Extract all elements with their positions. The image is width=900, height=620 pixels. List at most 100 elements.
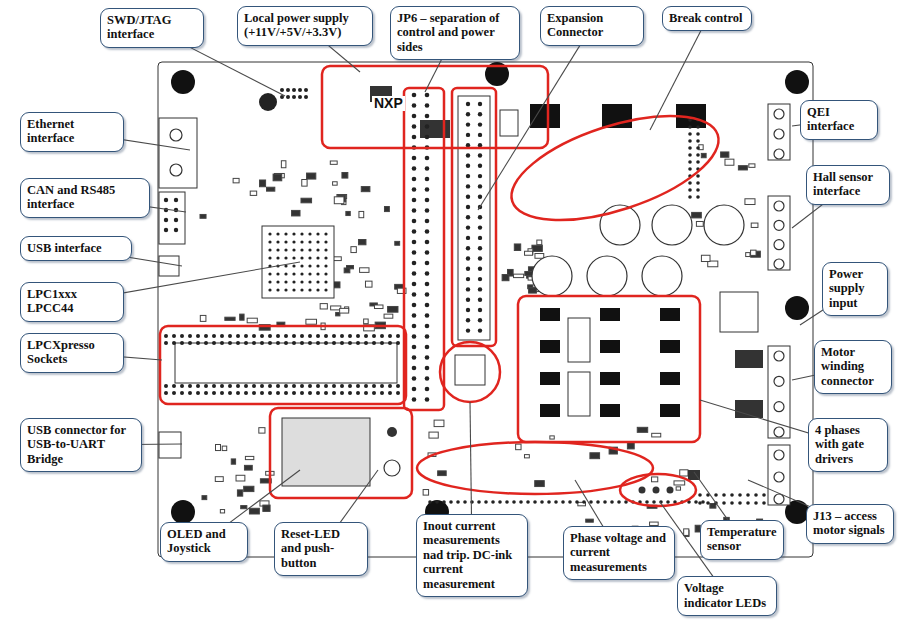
pin (568, 500, 572, 504)
callout-text: CAN and RS485 interface (27, 183, 143, 212)
pin (425, 303, 430, 308)
smd-part (306, 319, 317, 324)
config-header (688, 118, 700, 199)
pin (292, 280, 295, 283)
pin (260, 341, 264, 345)
smd-part (244, 465, 252, 470)
pin (292, 95, 296, 99)
pin (696, 160, 700, 164)
gate-transistor (660, 372, 680, 385)
pin (425, 292, 430, 297)
pin (698, 493, 702, 497)
pin (276, 240, 279, 243)
pin (498, 500, 502, 504)
smd-part (225, 317, 235, 320)
pin (174, 198, 178, 202)
terminal-screw (774, 240, 784, 250)
smd-part (307, 173, 316, 179)
pin (292, 88, 296, 92)
callout-box: Ethernet interface (20, 112, 124, 152)
pin (754, 493, 758, 497)
pin (425, 261, 430, 266)
callout-text: Voltage indicator LEDs (684, 581, 770, 610)
smd-part (292, 210, 300, 216)
pin (610, 500, 614, 504)
pin (412, 366, 417, 371)
pin (316, 288, 319, 291)
pin (412, 292, 417, 297)
pin (435, 500, 439, 504)
mounting-hole (785, 70, 809, 94)
pin (694, 500, 698, 504)
pin (425, 366, 430, 371)
logo-mark (259, 93, 277, 111)
pin (688, 181, 692, 185)
pin (466, 277, 470, 281)
pin (308, 280, 311, 283)
pin (526, 500, 530, 504)
callout-text: J13 – access motor signals (813, 509, 887, 538)
smd-part (696, 221, 703, 226)
smd-part (202, 496, 207, 500)
pin (533, 500, 537, 504)
callout-box: 4 phases with gate drivers (808, 418, 888, 472)
pin (466, 236, 470, 240)
pin (412, 334, 417, 339)
pin (425, 376, 430, 381)
pin (300, 384, 304, 388)
pin (286, 88, 290, 92)
pin (547, 500, 551, 504)
pin (300, 264, 303, 267)
smd-part (340, 308, 349, 313)
smd-part (676, 487, 680, 490)
terminal-screw (774, 109, 784, 119)
pin (505, 500, 509, 504)
pin (340, 391, 344, 395)
pin (292, 391, 296, 395)
pin (348, 334, 352, 338)
pin (425, 187, 430, 192)
pin (164, 341, 168, 345)
smd-part (249, 508, 259, 514)
smd-part (263, 505, 270, 511)
terminal-screw (774, 450, 784, 460)
gate-transistor (540, 372, 560, 385)
pin (466, 205, 470, 209)
smd-part (502, 275, 509, 281)
smd-part (351, 247, 356, 253)
pin (316, 256, 319, 259)
pin (388, 384, 392, 388)
pin (575, 500, 579, 504)
regulator (420, 120, 450, 138)
smd-part (281, 161, 286, 168)
smd-part (244, 486, 254, 491)
callout-text: Expansion Connector (547, 11, 637, 40)
indicator-led (639, 487, 646, 494)
callout-text: USB interface (27, 241, 125, 255)
pin (268, 240, 271, 243)
pin (276, 272, 279, 275)
pin (292, 240, 295, 243)
pin (196, 341, 200, 345)
pin (396, 341, 400, 345)
pin (466, 308, 470, 312)
terminal-block (768, 196, 790, 270)
socket-pins (164, 384, 400, 395)
smd-part (200, 315, 206, 321)
pin (324, 248, 327, 251)
callout-text: Temperature sensor (707, 525, 777, 554)
pin (280, 88, 284, 92)
pin (412, 156, 417, 161)
pin (316, 232, 319, 235)
pin (300, 256, 303, 259)
smd-part (751, 223, 758, 227)
pin (478, 215, 482, 219)
pin (478, 328, 482, 332)
pin (396, 384, 400, 388)
pin (252, 334, 256, 338)
pin (174, 218, 178, 222)
mounting-hole (171, 500, 195, 524)
smd-part (384, 207, 389, 212)
pin (478, 174, 482, 178)
smd-part (245, 456, 253, 459)
